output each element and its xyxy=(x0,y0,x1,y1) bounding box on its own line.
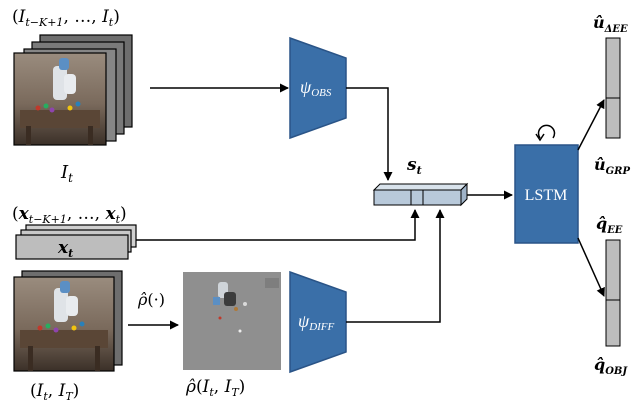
output-gripper-label: ûGRP xyxy=(594,155,630,177)
lstm-label: LSTM xyxy=(525,187,568,204)
state-vector xyxy=(372,182,469,207)
diff-encoder: ψDIFF xyxy=(289,270,347,374)
arrow-state-to-vector xyxy=(136,209,420,241)
observation-image-stack xyxy=(13,34,133,146)
image-pair-label: (It, IT) xyxy=(30,381,79,403)
pose-output-vector xyxy=(605,239,621,347)
action-output-vector xyxy=(605,37,621,139)
difference-image-label: ρ̂(It, IT) xyxy=(185,377,245,399)
state-vector-stack: xt xyxy=(15,224,137,260)
state-sequence-label: (xt−K+1, …, xt) xyxy=(12,204,127,226)
image-pair-stack xyxy=(13,270,123,372)
difference-image xyxy=(183,272,281,370)
lstm-block: LSTM xyxy=(514,144,579,244)
output-object-pose-label: q̂OBJ xyxy=(594,355,628,377)
output-ee-pose-label: q̂EE xyxy=(596,214,623,236)
current-observation-label: It xyxy=(60,162,73,185)
state-vector-label: st xyxy=(406,155,422,177)
arrow-diff-encoder-to-state xyxy=(346,209,445,323)
arrow-lstm-to-action xyxy=(577,99,605,151)
arrow-lstm-to-pose xyxy=(577,237,605,297)
robot-scene-image xyxy=(13,52,107,146)
recurrent-loop-icon xyxy=(535,124,556,142)
observation-sequence-label: (It−K+1, …, It) xyxy=(12,7,120,29)
output-delta-ee-label: ûΔEE xyxy=(593,13,628,35)
arrow-obs-encoder-to-state xyxy=(346,87,393,181)
robot-scene-image xyxy=(13,276,115,372)
obs-encoder: ψOBS xyxy=(289,36,347,140)
rho-operator-label: ρ̂(·) xyxy=(137,290,165,309)
